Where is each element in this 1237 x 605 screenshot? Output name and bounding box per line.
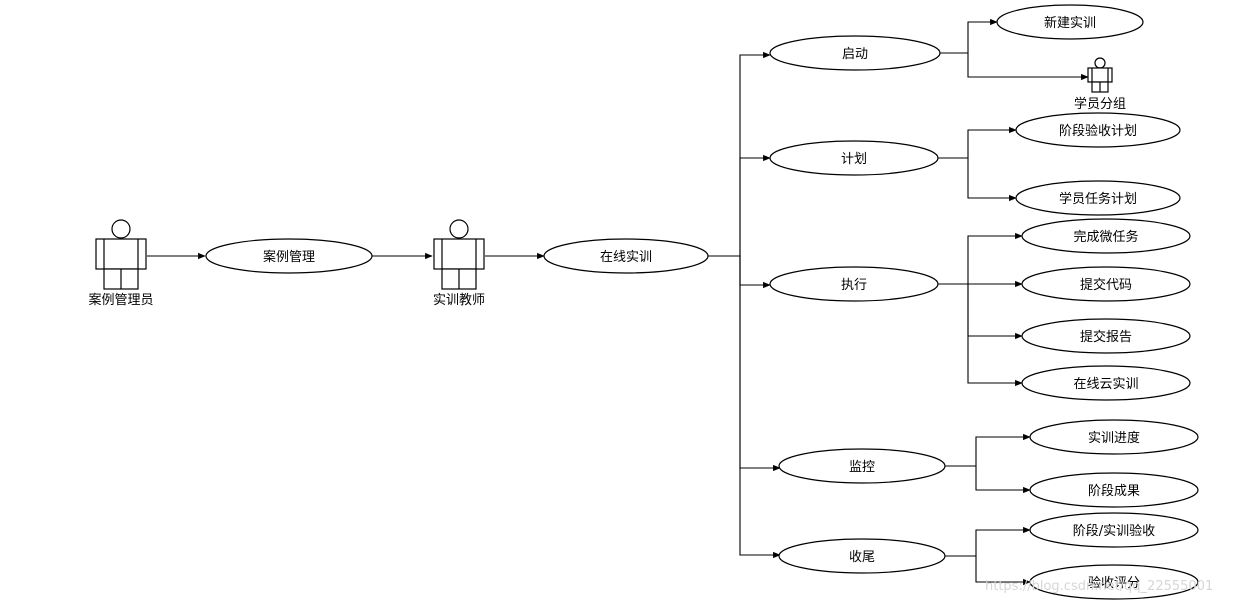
use-case-execute: 执行 (769, 266, 939, 302)
connector-online-plan (708, 154, 771, 257)
watermark: https://blog.csdn.net/qq_22555001 (985, 579, 1213, 594)
use-case-new-training: 新建实训 (996, 4, 1144, 40)
actor-label: 案例管理员 (88, 293, 153, 308)
actor-label: 学员分组 (1074, 96, 1126, 112)
use-case-label: 提交代码 (1080, 277, 1132, 293)
connector-close-accept (945, 526, 1031, 557)
use-case-training-progress: 实训进度 (1029, 419, 1199, 455)
connector-plan-stage-plan (938, 126, 1017, 159)
connector-online-close (708, 255, 781, 559)
connector-exec-micro (938, 232, 1023, 285)
use-case-label: 在线实训 (600, 250, 652, 265)
use-case-label: 阶段成果 (1088, 484, 1140, 499)
connectors (147, 18, 1089, 586)
use-case-label: 阶段/实训验收 (1073, 523, 1155, 539)
use-case-acceptance-scoring: 验收评分 (1029, 564, 1199, 600)
connector-exec-cloud (938, 283, 1023, 387)
person-icon (95, 219, 147, 290)
use-case-label: 收尾 (849, 550, 875, 565)
connector-monitor-progress (945, 433, 1031, 467)
use-case-stage-results: 阶段成果 (1029, 472, 1199, 508)
use-case-label: 完成微任务 (1073, 229, 1138, 245)
actor-case-admin: 案例管理员 (88, 219, 154, 308)
use-case-monitor: 监控 (778, 448, 946, 484)
actor-trainer: 实训教师 (433, 219, 485, 308)
use-case-label: 监控 (849, 460, 875, 475)
use-case-student-task-plan: 学员任务计划 (1015, 180, 1181, 216)
use-case-stage-acceptance: 阶段/实训验收 (1029, 512, 1199, 548)
connector-online-execute (708, 255, 771, 289)
connector-monitor-result (945, 465, 1031, 494)
actor-label: 实训教师 (433, 292, 485, 308)
use-case-label: 案例管理 (263, 250, 315, 265)
use-case-label: 执行 (841, 278, 867, 293)
use-case-label: 提交报告 (1080, 329, 1132, 345)
use-case-label: 新建实训 (1044, 15, 1096, 31)
use-case-stage-acceptance-plan: 阶段验收计划 (1015, 112, 1181, 148)
use-case-label: 实训进度 (1088, 430, 1140, 446)
person-icon (1087, 57, 1113, 93)
use-case-online-training: 在线实训 (543, 238, 709, 274)
use-case-plan: 计划 (769, 140, 939, 176)
person-icon (433, 219, 485, 290)
use-case-start: 启动 (769, 35, 941, 71)
connector-exec-report (938, 283, 1023, 340)
actor-student-group: 学员分组 (1074, 57, 1126, 112)
use-case-label: 阶段验收计划 (1059, 123, 1137, 139)
connector-online-monitor (708, 255, 781, 472)
connector-plan-task-plan (938, 157, 1017, 202)
connector-online-start (708, 51, 771, 257)
use-case-case-management: 案例管理 (205, 238, 373, 274)
connector-start-new (940, 18, 998, 54)
use-case-label: 计划 (841, 152, 867, 167)
use-case-micro-task: 完成微任务 (1021, 218, 1191, 254)
connector-start-students (940, 52, 1089, 81)
use-case-label: 在线云实训 (1073, 377, 1138, 392)
use-case-submit-report: 提交报告 (1021, 318, 1191, 354)
connector-close-score (945, 555, 1031, 586)
use-case-cloud-training: 在线云实训 (1021, 365, 1191, 401)
use-case-submit-code: 提交代码 (1021, 266, 1191, 302)
use-case-label: 启动 (842, 47, 868, 62)
use-case-label: 学员任务计划 (1059, 191, 1137, 207)
use-case-close: 收尾 (778, 538, 946, 574)
use-case-label: 验收评分 (1088, 575, 1140, 591)
